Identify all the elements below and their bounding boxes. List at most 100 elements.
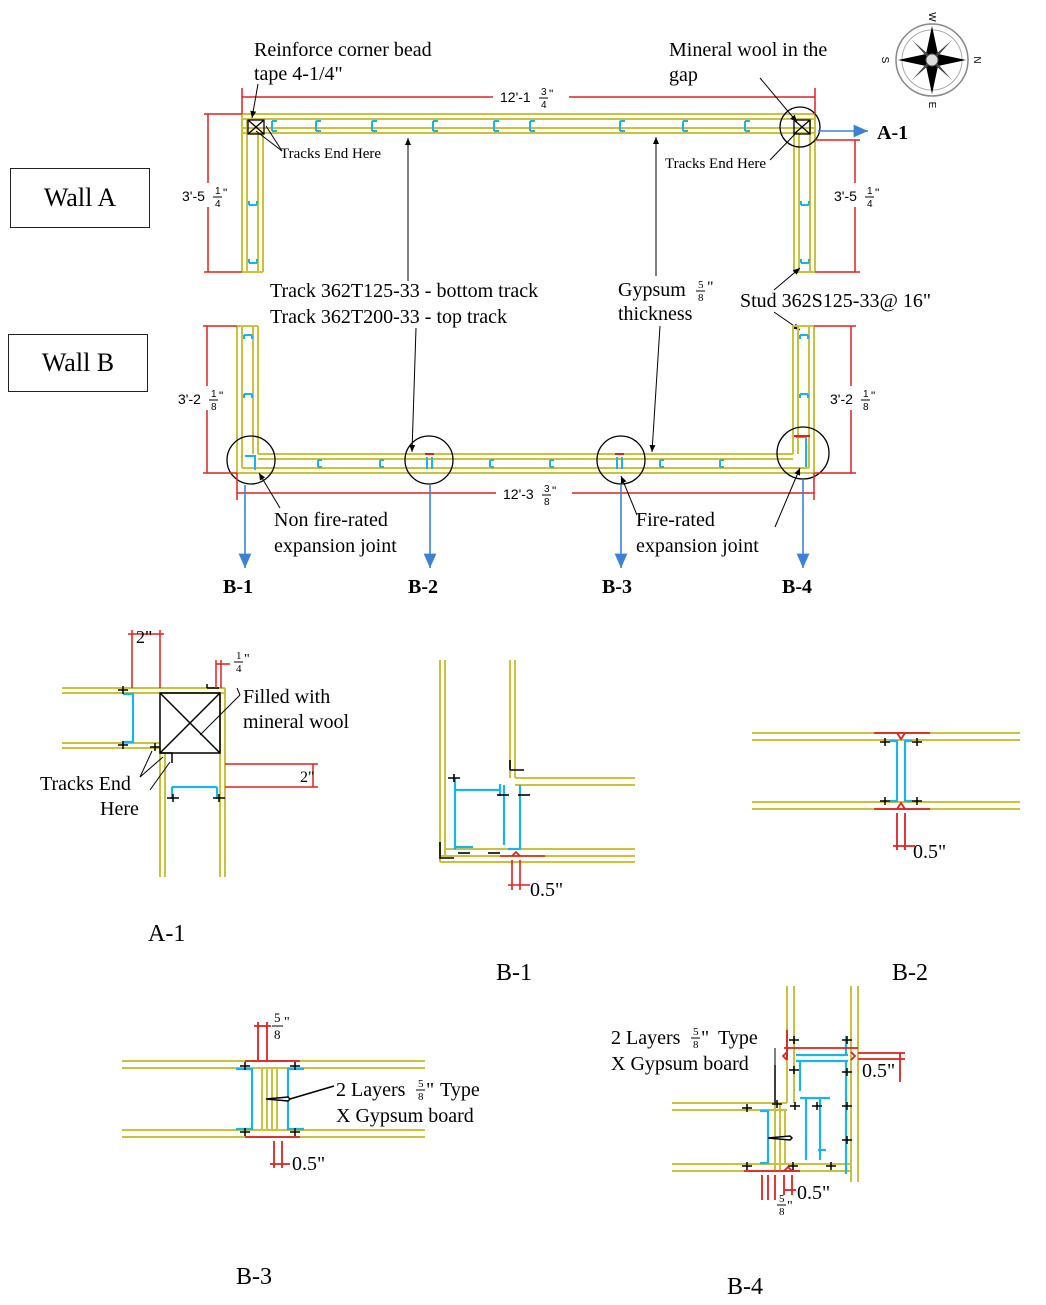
wall-b-label-text: Wall B [41, 348, 115, 377]
b3-layers-1b: Type [440, 1079, 480, 1101]
dim-wall-a-left-num: 1 [215, 186, 221, 197]
dim-top-inch: " [549, 87, 553, 101]
compass-s: S [879, 57, 890, 64]
b3-title: B-3 [236, 1264, 272, 1290]
callout-b1: B-1 [223, 576, 253, 598]
compass-n: N [971, 56, 982, 63]
detail-b3: 5 8 " 2 Layers 5 8 " Type X Gypsum board… [122, 1010, 480, 1290]
detail-b1: 0.5" B-1 [439, 660, 635, 986]
dim-wall-b-right-num: 1 [863, 389, 869, 400]
gypsum-frac-num: 5 [698, 279, 704, 291]
wall-b-label: Wall B [8, 334, 148, 392]
wall-a-dimensions: 12'-1 3 4 " 3'-5 1 4 " 3'-5 1 4 " [178, 86, 886, 273]
gypsum-label: Gypsum [618, 279, 686, 301]
wall-a-annotations: Reinforce corner bead tape 4-1/4" Minera… [250, 39, 931, 453]
tracks-end-left-label: Tracks End Here [280, 146, 381, 162]
b4-frac-num: 5 [779, 1193, 785, 1205]
fire-label-1: Fire-rated [636, 509, 715, 531]
dim-top-whole: 12'-1 [500, 89, 531, 105]
dim-wall-a-right-inch: " [875, 186, 879, 200]
b3-frac-unit: " [284, 1015, 290, 1030]
track-label-2: Track 362T200-33 - top track [270, 306, 507, 328]
a1-tracks-2: Here [100, 798, 139, 820]
a1-filled-2: mineral wool [243, 711, 350, 733]
b4-layers-frac-num: 5 [693, 1026, 699, 1038]
dim-bottom-whole: 12'-3 [503, 486, 534, 502]
b4-title: B-4 [727, 1274, 763, 1300]
b3-frac-num: 5 [274, 1010, 281, 1025]
a1-dim-quarter-unit: " [244, 652, 250, 667]
gypsum-unit: " [707, 279, 714, 296]
wall-a-label: Wall A [10, 168, 150, 228]
wall-a-plan [241, 106, 821, 273]
wall-a-label-text: Wall A [43, 183, 117, 212]
b4-layers-unit: " [701, 1027, 709, 1049]
dim-wall-a-right-whole: 3'-5 [834, 188, 857, 204]
dim-bottom-den: 8 [544, 497, 550, 508]
dim-top-den: 4 [541, 100, 547, 111]
callout-a1: A-1 [877, 122, 908, 144]
a1-dim-top: 2" [136, 627, 152, 647]
wall-b-plan [226, 325, 830, 485]
a1-title: A-1 [148, 921, 185, 947]
track-label-1: Track 362T125-33 - bottom track [270, 280, 538, 302]
b1-gap: 0.5" [530, 879, 563, 901]
callout-circle-b1 [226, 435, 276, 485]
b4-layers-1a: 2 Layers [611, 1027, 681, 1049]
dim-wall-b-left-whole: 3'-2 [178, 391, 201, 407]
wall-b-dimensions: 3'-2 1 8 " 3'-2 1 8 " 12'-3 3 8 " [174, 325, 884, 508]
dim-bottom-num: 3 [544, 484, 550, 495]
wall-b-annotations: Non fire-rated expansion joint Fire-rate… [223, 467, 812, 598]
corner-bead-label-1: Reinforce corner bead [254, 39, 432, 61]
b3-layers-frac-num: 5 [418, 1078, 424, 1090]
mineral-wool-label-2: gap [669, 64, 698, 86]
mineral-wool-label-1: Mineral wool in the [669, 39, 827, 61]
detail-b2: 0.5" B-2 [752, 732, 1020, 986]
dim-wall-a-left-inch: " [223, 186, 227, 200]
callout-circle-b3 [596, 435, 646, 485]
detail-a1: 2" 1 4 " 2" Filled with mineral wool Tra… [40, 627, 350, 947]
dim-wall-a-right-den: 4 [867, 199, 873, 210]
callout-circle-b4 [776, 426, 830, 480]
non-fire-label-2: expansion joint [274, 535, 397, 557]
b4-layers-frac-den: 8 [693, 1039, 699, 1051]
a1-dim-right: 2" [300, 769, 315, 786]
detail-b4: 2 Layers 5 8 " Type X Gypsum board 0.5" … [611, 986, 905, 1300]
dim-wall-b-right-whole: 3'-2 [830, 391, 853, 407]
a1-filled-1: Filled with [243, 686, 330, 708]
non-fire-label-1: Non fire-rated [274, 509, 388, 531]
callout-b2: B-2 [408, 576, 438, 598]
callout-b3: B-3 [602, 576, 632, 598]
callout-circle-b2 [404, 435, 454, 485]
dim-wall-a-left-whole: 3'-5 [182, 188, 205, 204]
dim-wall-a-left-den: 4 [215, 199, 221, 210]
b3-layers-1b-unit: " [426, 1079, 434, 1101]
b3-gap: 0.5" [292, 1153, 325, 1175]
dim-bottom-inch: " [552, 484, 556, 498]
fire-label-2: expansion joint [636, 535, 759, 557]
a1-tracks-1: Tracks End [40, 773, 131, 795]
compass-e: E [926, 102, 937, 109]
b4-layers-1b: Type [718, 1027, 758, 1049]
corner-bead-label-2: tape 4-1/4" [254, 63, 343, 85]
b4-frac-den: 8 [779, 1206, 785, 1218]
b4-gap-top: 0.5" [862, 1060, 895, 1082]
b2-gap: 0.5" [913, 841, 946, 863]
b3-layers-2: X Gypsum board [336, 1105, 474, 1127]
dim-top-num: 3 [541, 87, 547, 98]
compass-rose-icon: W N E S [879, 12, 982, 108]
compass-w: W [926, 12, 937, 22]
callout-b4: B-4 [782, 576, 812, 598]
dim-wall-a-right-num: 1 [867, 186, 873, 197]
dim-wall-b-left-num: 1 [211, 389, 217, 400]
a1-dim-quarter-num: 1 [236, 650, 242, 662]
dim-wall-b-left-den: 8 [211, 402, 217, 413]
b3-layers-frac-den: 8 [418, 1091, 424, 1103]
b2-title: B-2 [892, 960, 928, 986]
dim-wall-b-right-inch: " [871, 389, 875, 403]
stud-label: Stud 362S125-33@ 16" [740, 290, 931, 312]
gypsum-frac-den: 8 [698, 292, 704, 304]
a1-dim-quarter-den: 4 [236, 663, 242, 675]
dim-wall-b-left-inch: " [219, 389, 223, 403]
